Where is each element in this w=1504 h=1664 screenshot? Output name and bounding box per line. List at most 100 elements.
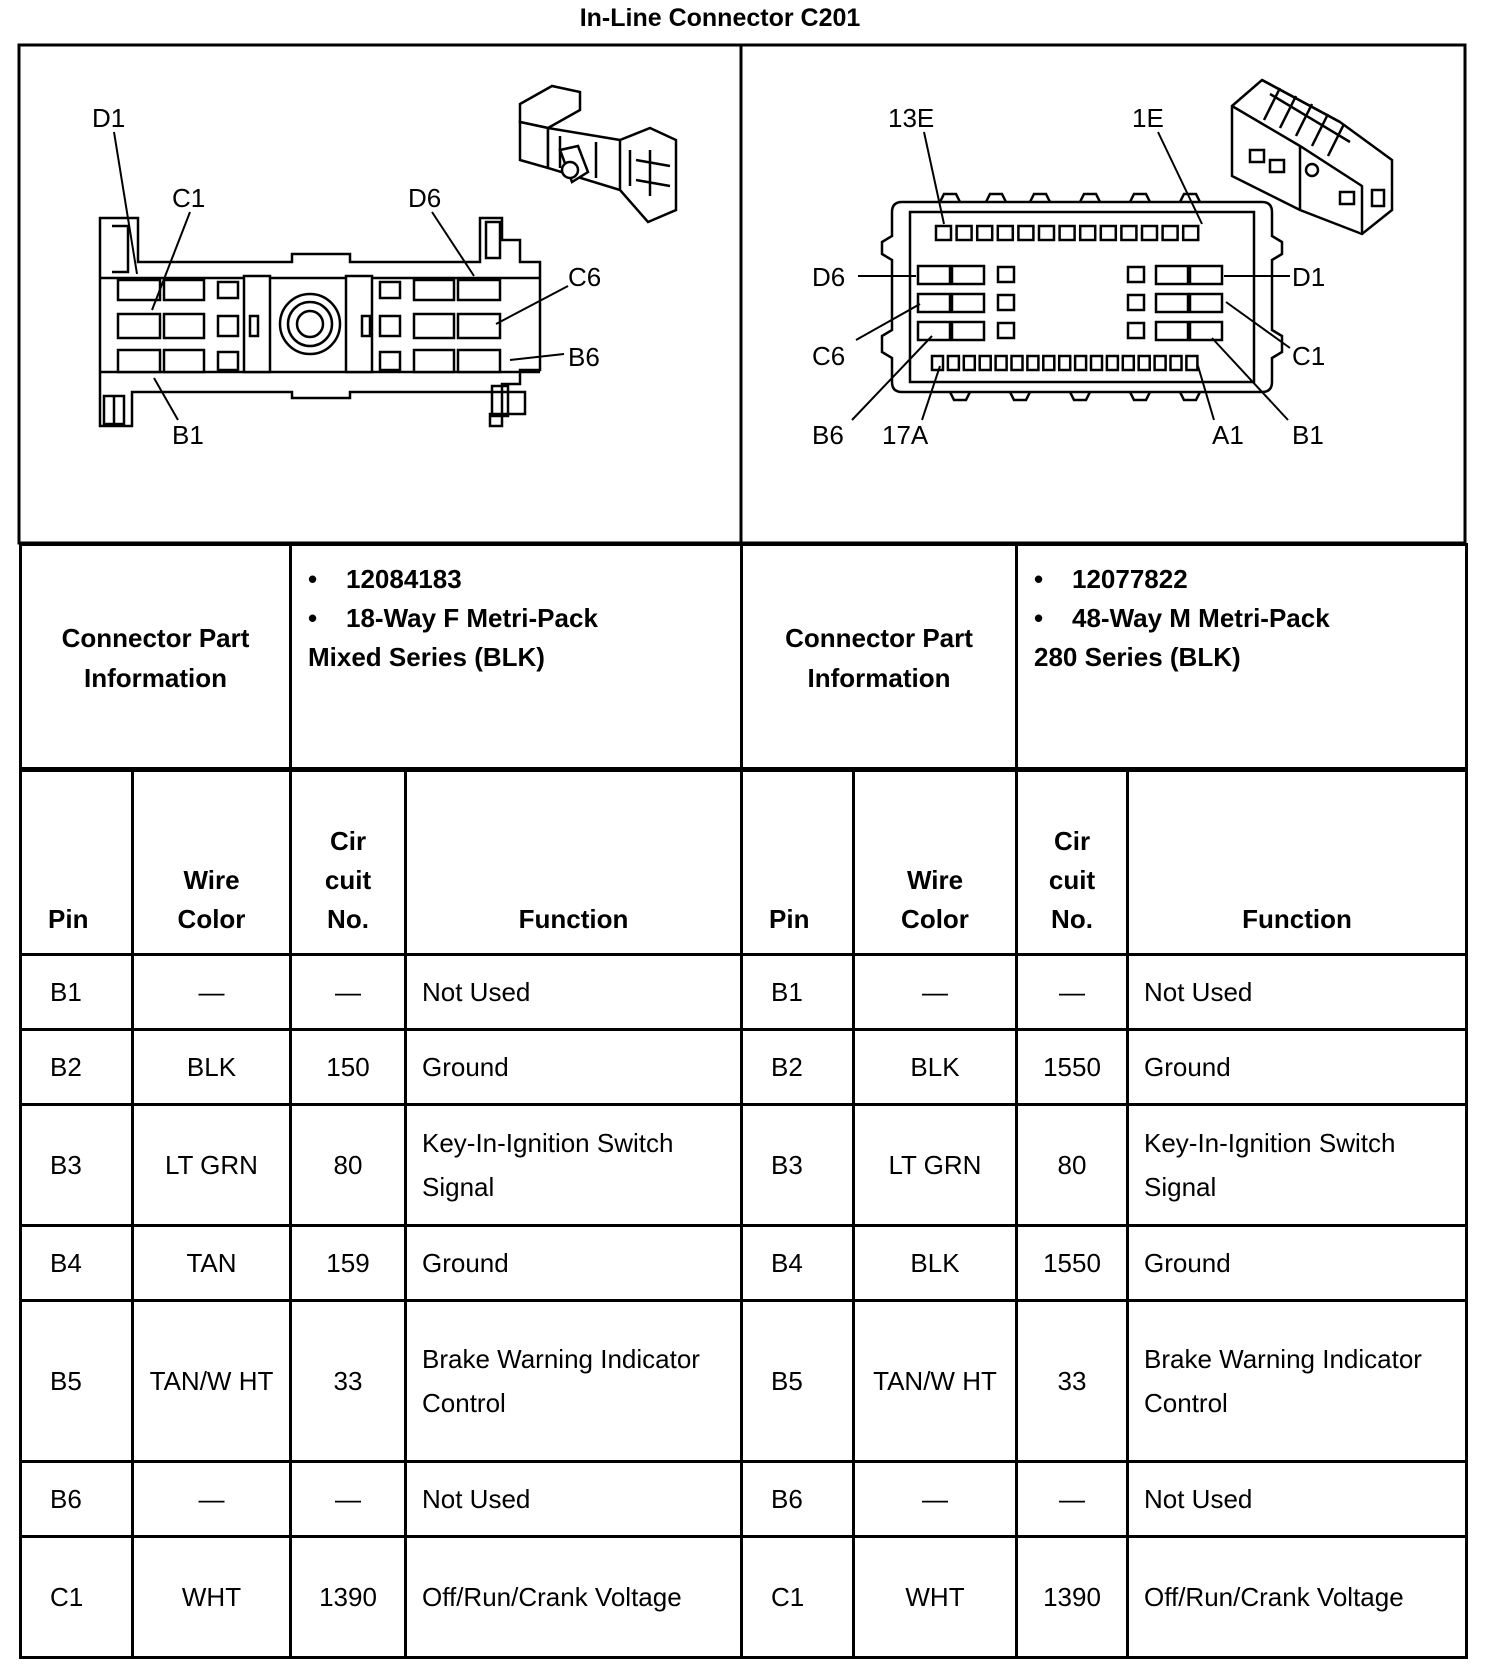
left-part-info-label: Connector Part Information bbox=[19, 543, 292, 772]
row-a-cavity bbox=[1057, 354, 1072, 372]
row-a-cavity bbox=[1089, 354, 1104, 372]
row-a-cavity bbox=[930, 354, 945, 372]
left-pin-cell: B3 bbox=[19, 1103, 134, 1227]
right-circuit-no-cell: — bbox=[1015, 1460, 1129, 1538]
right-function-cell: Brake Warning Indicator Control bbox=[1126, 1299, 1468, 1463]
row-e-cavity bbox=[955, 224, 973, 242]
left-circuit-no-cell: 1390 bbox=[289, 1535, 407, 1659]
row-a-cavity bbox=[1137, 354, 1151, 372]
left-description-line2: Mixed Series (BLK) bbox=[308, 642, 545, 672]
header-function: Function bbox=[1126, 767, 1468, 956]
right-label-d1: D1 bbox=[1292, 262, 1325, 292]
left-part-details: •12084183 •18-Way F Metri-Pack Mixed Ser… bbox=[289, 543, 743, 772]
right-description-line2: 280 Series (BLK) bbox=[1034, 642, 1241, 672]
right-cavities bbox=[916, 224, 1224, 372]
left-wire-color-cell: WHT bbox=[131, 1535, 292, 1659]
right-leader-lines bbox=[851, 131, 1291, 421]
right-function-cell: Off/Run/Crank Voltage bbox=[1126, 1535, 1468, 1659]
connector-part-info: Connector Part Information •12084183 •18… bbox=[19, 543, 1468, 772]
right-pin-cell: B6 bbox=[740, 1460, 855, 1538]
right-part-number: 12077822 bbox=[1072, 564, 1188, 594]
left-label-c6: C6 bbox=[568, 262, 601, 292]
right-circuit-no-cell: 33 bbox=[1015, 1299, 1129, 1463]
right-label-b1: B1 bbox=[1292, 420, 1324, 450]
right-wire-color-cell: BLK bbox=[852, 1028, 1018, 1106]
left-wire-color-cell: TAN bbox=[131, 1224, 292, 1302]
header-pin: Pin bbox=[19, 767, 134, 956]
left-function-cell: Off/Run/Crank Voltage bbox=[404, 1535, 743, 1659]
row-a-cavity bbox=[1073, 354, 1088, 372]
left-function-cell: Key-In-Ignition Switch Signal bbox=[404, 1103, 743, 1227]
row-e-cavity bbox=[1099, 224, 1118, 242]
left-cavities bbox=[116, 274, 502, 374]
left-part-number: 12084183 bbox=[346, 564, 462, 594]
bullet-icon: • bbox=[1034, 603, 1044, 633]
left-function-cell: Ground bbox=[404, 1028, 743, 1106]
right-label-a1: A1 bbox=[1212, 420, 1244, 450]
row-a-cavity bbox=[1105, 354, 1120, 372]
left-label-b6: B6 bbox=[568, 342, 600, 372]
row-e-cavity bbox=[1058, 224, 1076, 242]
left-function-cell: Not Used bbox=[404, 1460, 743, 1538]
left-connector-sketch bbox=[518, 84, 678, 224]
right-wire-color-cell: LT GRN bbox=[852, 1103, 1018, 1227]
right-circuit-no-cell: 1550 bbox=[1015, 1224, 1129, 1302]
row-e-cavity bbox=[1078, 224, 1097, 242]
left-wire-color-cell: BLK bbox=[131, 1028, 292, 1106]
left-wire-color-cell: — bbox=[131, 953, 292, 1031]
right-wire-color-cell: — bbox=[852, 1460, 1018, 1538]
row-a-cavity bbox=[1153, 354, 1167, 372]
left-wire-color-cell: LT GRN bbox=[131, 1103, 292, 1227]
row-e-cavity bbox=[1120, 224, 1138, 242]
left-circuit-no-cell: 80 bbox=[289, 1103, 407, 1227]
right-function-cell: Key-In-Ignition Switch Signal bbox=[1126, 1103, 1468, 1227]
left-pin-cell: B1 bbox=[19, 953, 134, 1031]
left-wire-color-cell: TAN/W HT bbox=[131, 1299, 292, 1463]
right-part-details: •12077822 •48-Way M Metri-Pack 280 Serie… bbox=[1015, 543, 1468, 772]
row-a-cavity bbox=[1026, 354, 1040, 372]
row-a-cavity bbox=[962, 354, 977, 372]
left-circuit-no-cell: — bbox=[289, 1460, 407, 1538]
left-leader-lines bbox=[113, 131, 569, 421]
left-pin-cell: C1 bbox=[19, 1535, 134, 1659]
right-function-cell: Not Used bbox=[1126, 953, 1468, 1031]
row-a-cavity bbox=[1010, 354, 1024, 372]
left-pin-cell: B4 bbox=[19, 1224, 134, 1302]
right-pin-cell: B4 bbox=[740, 1224, 855, 1302]
right-circuit-no-cell: — bbox=[1015, 953, 1129, 1031]
left-center-post bbox=[278, 292, 342, 356]
left-circuit-no-cell: 33 bbox=[289, 1299, 407, 1463]
row-a-cavity bbox=[1185, 354, 1199, 372]
connector-diagrams: D1 C1 D6 C6 B6 B1 bbox=[17, 43, 1467, 545]
left-circuit-no-cell: 159 bbox=[289, 1224, 407, 1302]
right-part-info-label: Connector Part Information bbox=[740, 543, 1018, 772]
right-label-c1: C1 bbox=[1292, 341, 1325, 371]
right-wire-color-cell: BLK bbox=[852, 1224, 1018, 1302]
row-e-cavity bbox=[996, 224, 1015, 242]
left-function-cell: Brake Warning Indicator Control bbox=[404, 1299, 743, 1463]
row-e-cavity bbox=[1017, 224, 1035, 242]
header-function: Function bbox=[404, 767, 743, 956]
right-function-cell: Not Used bbox=[1126, 1460, 1468, 1538]
right-label-b6: B6 bbox=[812, 420, 844, 450]
right-circuit-no-cell: 1390 bbox=[1015, 1535, 1129, 1659]
left-label-d1: D1 bbox=[92, 103, 125, 133]
row-e-cavity bbox=[975, 224, 994, 242]
row-e-cavity bbox=[1140, 224, 1159, 242]
row-a-cavity bbox=[1121, 354, 1136, 372]
row-e-cavity bbox=[1181, 224, 1200, 242]
right-pin-cell: B5 bbox=[740, 1299, 855, 1463]
left-label-d6: D6 bbox=[408, 183, 441, 213]
right-circuit-no-cell: 1550 bbox=[1015, 1028, 1129, 1106]
